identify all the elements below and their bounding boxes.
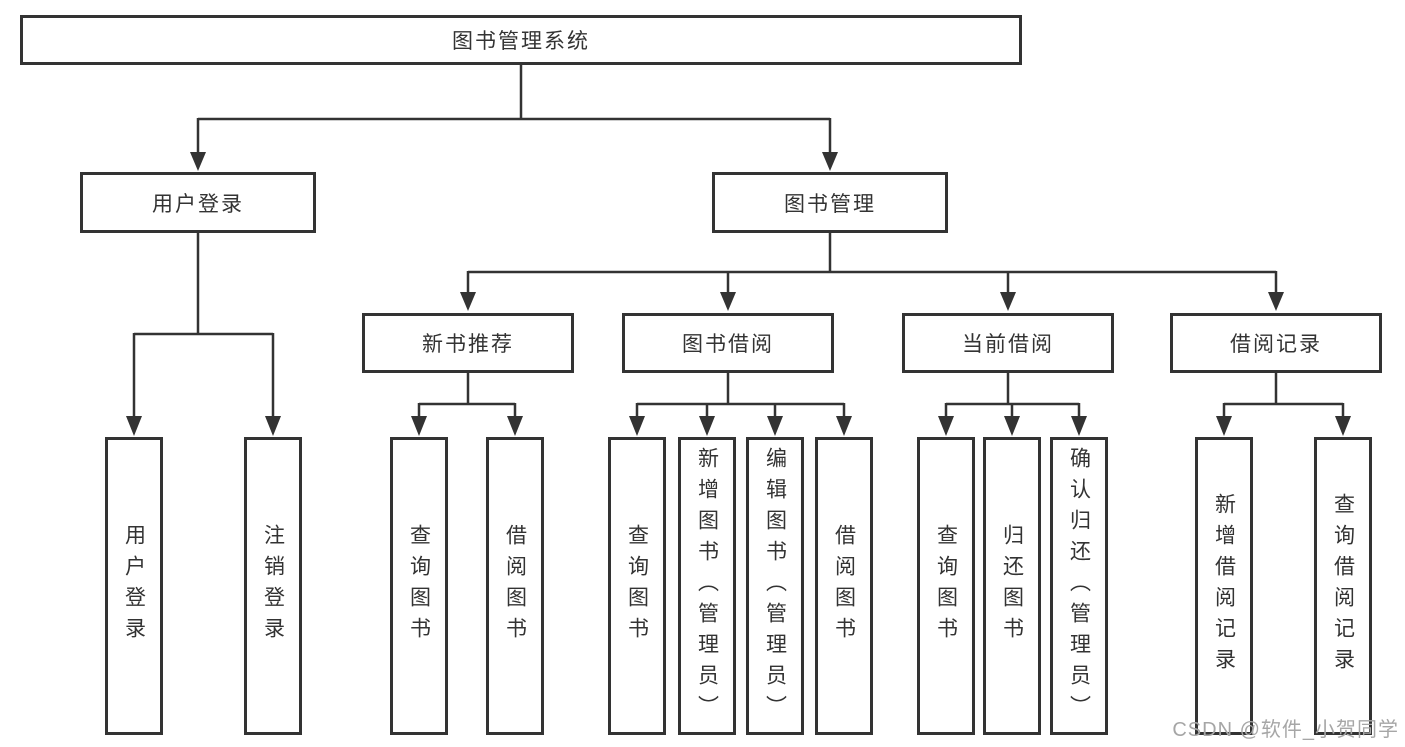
- arrowhead-icon: [1216, 416, 1232, 436]
- leaf-current-query-books-label: 查询图书: [934, 524, 958, 648]
- leaf-borrow-query-books-label: 查询图书: [625, 524, 649, 648]
- arrowhead-icon: [507, 416, 523, 436]
- leaf-return-book-box: 归还图书: [983, 437, 1041, 735]
- node-book-borrow-label: 图书借阅: [682, 333, 774, 356]
- arrowhead-icon: [720, 292, 736, 311]
- leaf-add-borrow-record-label: 新增借阅记录: [1212, 493, 1236, 679]
- node-new-book-recommend-label: 新书推荐: [422, 333, 514, 356]
- leaf-recommend-query-books-box: 查询图书: [390, 437, 448, 735]
- leaf-recommend-borrow-books-label: 借阅图书: [503, 524, 527, 648]
- arrowhead-icon: [822, 152, 838, 171]
- leaf-recommend-borrow-books-box: 借阅图书: [486, 437, 544, 735]
- leaf-recommend-query-books-label: 查询图书: [407, 524, 431, 648]
- arrowhead-icon: [1071, 416, 1087, 436]
- node-root-box: 图书管理系统: [20, 15, 1022, 65]
- leaf-logout-label: 注销登录: [261, 524, 285, 648]
- leaf-user-login-label: 用户登录: [122, 524, 146, 648]
- leaf-logout-box: 注销登录: [244, 437, 302, 735]
- node-user-login-label: 用户登录: [152, 192, 244, 216]
- leaf-query-borrow-record-box: 查询借阅记录: [1314, 437, 1372, 735]
- leaf-add-book-admin-label: 新增图书（管理员）: [695, 446, 719, 726]
- node-borrow-records-box: 借阅记录: [1170, 313, 1382, 373]
- leaf-confirm-return-admin-box: 确认归还（管理员）: [1050, 437, 1108, 735]
- node-book-management-box: 图书管理: [712, 172, 948, 233]
- leaf-edit-book-admin-label: 编辑图书（管理员）: [763, 446, 787, 726]
- leaf-add-borrow-record-box: 新增借阅记录: [1195, 437, 1253, 735]
- node-new-book-recommend-box: 新书推荐: [362, 313, 574, 373]
- node-borrow-records-label: 借阅记录: [1230, 333, 1322, 356]
- leaf-edit-book-admin-box: 编辑图书（管理员）: [746, 437, 804, 735]
- leaf-user-login-box: 用户登录: [105, 437, 163, 735]
- arrowhead-icon: [265, 416, 281, 436]
- leaf-confirm-return-admin-label: 确认归还（管理员）: [1067, 446, 1091, 726]
- csdn-watermark: CSDN @软件_小贺同学: [1172, 719, 1399, 741]
- leaf-borrow-books-box: 借阅图书: [815, 437, 873, 735]
- arrowhead-icon: [938, 416, 954, 436]
- node-book-borrow-box: 图书借阅: [622, 313, 834, 373]
- arrowhead-icon: [836, 416, 852, 436]
- arrowheads: [126, 152, 1351, 436]
- arrowhead-icon: [411, 416, 427, 436]
- arrowhead-icon: [1000, 292, 1016, 311]
- node-user-login-box: 用户登录: [80, 172, 316, 233]
- connector-paths: [132, 65, 1345, 417]
- arrowhead-icon: [190, 152, 206, 171]
- leaf-borrow-query-books-box: 查询图书: [608, 437, 666, 735]
- arrowhead-icon: [767, 416, 783, 436]
- leaf-current-query-books-box: 查询图书: [917, 437, 975, 735]
- leaf-query-borrow-record-label: 查询借阅记录: [1331, 493, 1355, 679]
- node-book-management-label: 图书管理: [784, 192, 876, 216]
- leaf-add-book-admin-box: 新增图书（管理员）: [678, 437, 736, 735]
- arrowhead-icon: [629, 416, 645, 436]
- leaf-borrow-books-label: 借阅图书: [832, 524, 856, 648]
- node-current-borrow-label: 当前借阅: [962, 333, 1054, 356]
- arrowhead-icon: [1335, 416, 1351, 436]
- arrowhead-icon: [126, 416, 142, 436]
- node-current-borrow-box: 当前借阅: [902, 313, 1114, 373]
- arrowhead-icon: [699, 416, 715, 436]
- arrowhead-icon: [460, 292, 476, 311]
- leaf-return-book-label: 归还图书: [1000, 524, 1024, 648]
- arrowhead-icon: [1268, 292, 1284, 311]
- arrowhead-icon: [1004, 416, 1020, 436]
- node-root-label: 图书管理系统: [452, 30, 590, 53]
